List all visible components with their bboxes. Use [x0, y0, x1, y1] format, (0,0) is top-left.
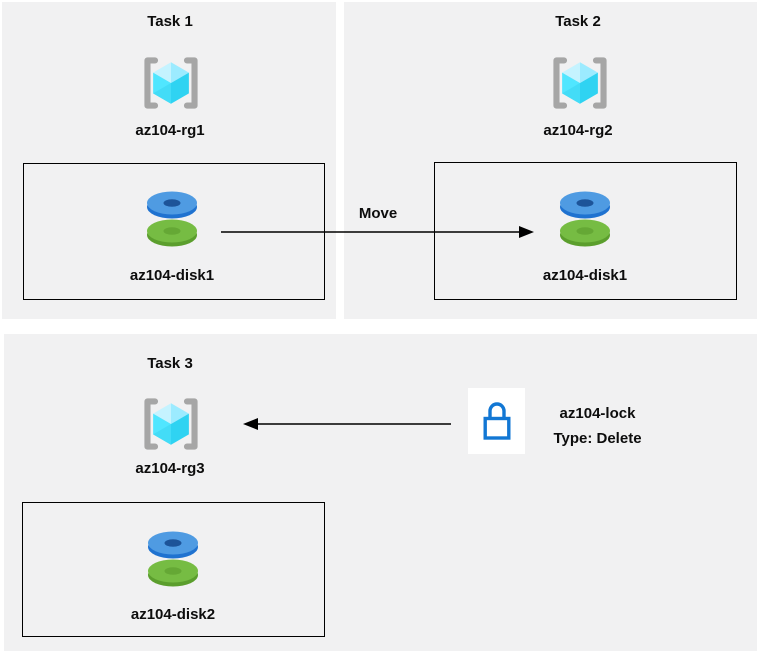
managed-disk-icon	[553, 188, 617, 250]
managed-disk-icon	[141, 528, 205, 590]
lock-icon	[477, 398, 517, 444]
task2-disk-box	[434, 162, 737, 300]
move-arrow	[221, 226, 534, 238]
move-arrow-label: Move	[358, 205, 398, 222]
arrowhead-right-icon	[519, 226, 534, 238]
task3-panel	[4, 334, 757, 651]
task3-title: Task 3	[147, 355, 193, 372]
task2-resource-group-label: az104-rg2	[543, 122, 613, 139]
task2-disk-label: az104-disk1	[542, 267, 628, 284]
task2-title: Task 2	[555, 13, 601, 30]
task1-disk-label: az104-disk1	[129, 267, 215, 284]
lock-label-block: az104-lock Type: Delete	[520, 401, 675, 451]
lock-arrow	[243, 418, 451, 430]
task1-panel	[2, 2, 336, 319]
task3-disk-label: az104-disk2	[130, 606, 216, 623]
task1-title: Task 1	[147, 13, 193, 30]
resource-group-icon	[139, 54, 203, 112]
lock-type-label: Type: Delete	[553, 430, 642, 447]
task3-disk-box	[22, 502, 325, 637]
lock-name-label: az104-lock	[559, 405, 636, 422]
arrowhead-left-icon	[243, 418, 258, 430]
managed-disk-icon	[140, 188, 204, 250]
task2-panel	[344, 2, 757, 319]
resource-group-icon	[139, 395, 203, 453]
task1-resource-group-label: az104-rg1	[135, 122, 205, 139]
task3-resource-group-label: az104-rg3	[135, 460, 205, 477]
lock-chip	[468, 388, 525, 454]
resource-group-icon	[548, 54, 612, 112]
